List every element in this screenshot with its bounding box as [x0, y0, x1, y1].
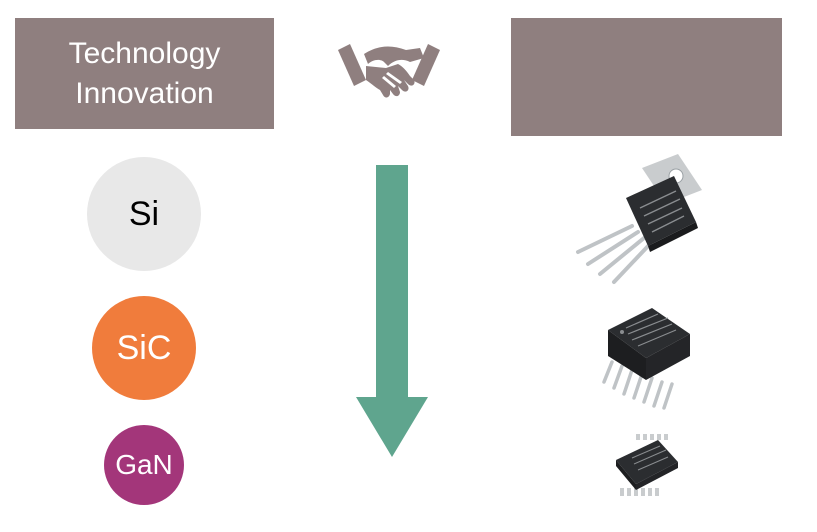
arrow-down-icon: [356, 165, 428, 457]
sic-circle: SiC: [92, 296, 196, 400]
gan-label: GaN: [115, 449, 173, 480]
technology-innovation-box: Technology Innovation: [15, 18, 274, 129]
toll-package-icon: [616, 434, 678, 496]
handshake-icon: [338, 44, 440, 98]
si-label: Si: [128, 194, 160, 233]
sic-label: SiC: [116, 328, 172, 367]
to247-package-icon: [576, 154, 702, 284]
technology-innovation-label: Technology Innovation: [68, 36, 221, 110]
d2pak-package-icon: [602, 308, 690, 410]
right-header-box: [511, 18, 782, 136]
si-circle: Si: [87, 157, 201, 271]
gan-circle: GaN: [104, 425, 184, 505]
